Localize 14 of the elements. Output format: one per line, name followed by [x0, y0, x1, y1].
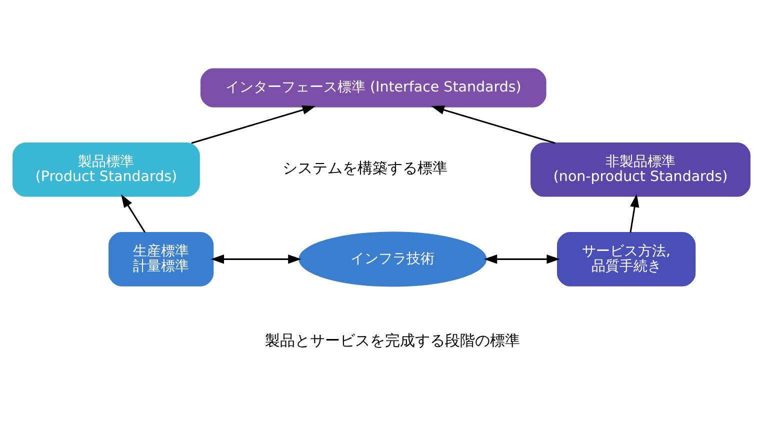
- node-ellipse: インフラ技術: [298, 231, 487, 286]
- arrow: [484, 254, 560, 264]
- arrow: [121, 194, 146, 232]
- label: 製品とサービスを完成する段階の標準: [265, 331, 520, 350]
- label: システムを構築する標準: [282, 158, 448, 177]
- node-box: インターフェース標準 (Interface Standards): [200, 68, 546, 107]
- node-box: 生産標準 計量標準: [108, 232, 214, 286]
- arrow: [431, 104, 556, 144]
- arrow: [630, 193, 640, 232]
- arrow: [191, 104, 316, 144]
- arrow: [210, 254, 302, 264]
- node-box: サービス方法, 品質手続き: [556, 232, 696, 286]
- node-box: 非製品標準 (non-product Standards): [530, 142, 750, 196]
- node-box: 製品標準 (Product Standards): [12, 142, 200, 196]
